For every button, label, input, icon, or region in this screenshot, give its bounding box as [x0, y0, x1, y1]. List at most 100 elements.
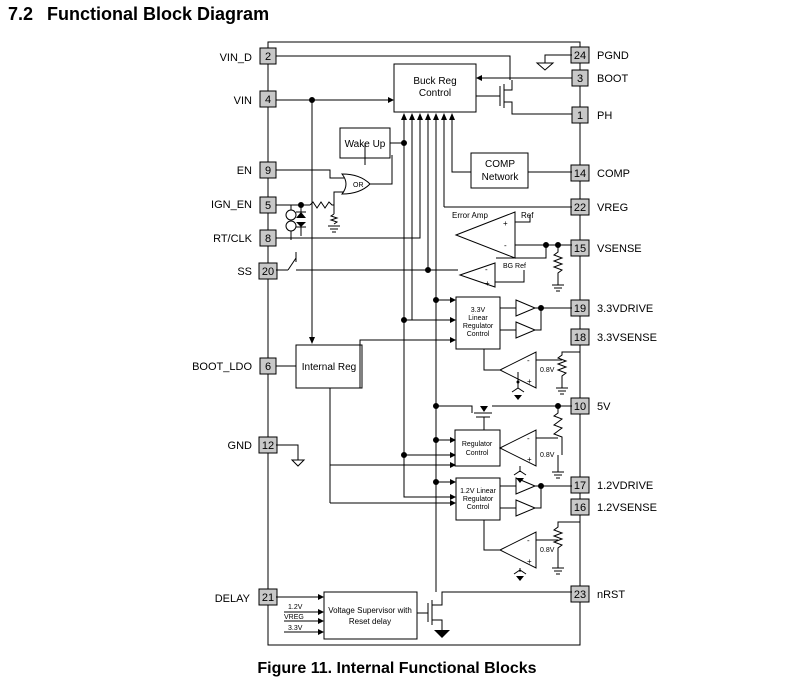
arrow-icon — [441, 113, 447, 120]
ground-icon — [516, 576, 524, 581]
dot — [516, 380, 520, 384]
pin-10: 10 5V — [570, 397, 611, 415]
pin-19: 19 3.3VDRIVE — [570, 299, 653, 317]
buck-reg-control: Buck Reg Control — [393, 63, 477, 113]
pin-number: 12 — [262, 440, 274, 452]
ground-icon — [552, 567, 564, 575]
pin-label: nRST — [597, 589, 625, 601]
pin-label: VIN — [234, 95, 252, 107]
block-label: 1.2V Linear — [460, 488, 496, 495]
block-label: 3.3V — [471, 307, 486, 314]
arrow-icon — [450, 462, 456, 468]
comp-network-block: COMP Network — [470, 152, 529, 189]
ground-icon — [328, 225, 340, 233]
pin-number: 23 — [574, 589, 586, 601]
pin-label: COMP — [597, 168, 630, 180]
input-label-vreg: VREG — [284, 614, 304, 621]
pgnd-wire — [544, 54, 572, 63]
arrow-icon — [425, 113, 431, 120]
block-label: Regulator — [462, 441, 493, 448]
pin-label: VREG — [597, 202, 628, 214]
block-label: Control — [419, 88, 451, 99]
ground-icon — [552, 284, 564, 292]
vref-label: 0.8V — [540, 547, 555, 554]
block-label: Internal Reg — [302, 362, 356, 373]
pin-23: 23 nRST — [570, 585, 625, 603]
input-label-33v: 3.3V — [288, 625, 303, 632]
wire — [483, 520, 500, 551]
minus-label: - — [527, 434, 530, 443]
resistor-icon — [552, 406, 564, 455]
block-label: Reset delay — [349, 617, 391, 626]
driver-icon — [515, 299, 537, 317]
resistor-icon — [329, 213, 339, 225]
pin-24: 24 PGND — [570, 46, 629, 64]
error-amp-label: Error Amp — [452, 211, 489, 220]
wire — [496, 245, 547, 259]
ref-source-icon — [511, 372, 525, 393]
pin-1: 1 PH — [571, 106, 612, 124]
pin-label: VSENSE — [597, 243, 642, 255]
or-label: OR — [353, 182, 364, 189]
pin-label: GND — [228, 440, 253, 452]
ref-source-icon — [513, 466, 527, 476]
high-side-fet-icon — [476, 80, 572, 115]
pin-8: 8 RT/CLK — [213, 229, 277, 247]
current-source-icon — [285, 209, 297, 221]
minus-label: - — [504, 241, 507, 250]
amp-12-icon — [498, 531, 537, 569]
wire — [359, 339, 454, 388]
pin-3: 3 BOOT — [571, 69, 628, 87]
wire — [500, 307, 516, 331]
pin-number: 3 — [577, 73, 583, 85]
pin-15: 15 VSENSE — [570, 239, 642, 257]
pin-number: 14 — [574, 168, 586, 180]
arrow-icon — [450, 337, 456, 343]
plus-label: + — [527, 557, 532, 566]
pin-5: 5 IGN_EN — [211, 196, 277, 214]
bg-ref-amp-icon — [458, 262, 496, 288]
figure-caption: Figure 11. Internal Functional Blocks — [257, 660, 537, 677]
pin-number: 18 — [574, 332, 586, 344]
pin-label: IGN_EN — [211, 199, 252, 211]
block-label: Regulator — [463, 496, 494, 503]
pin-label: SS — [237, 266, 252, 278]
pin-number: 17 — [574, 480, 586, 492]
arrow-icon — [450, 317, 456, 323]
driver-icon — [515, 499, 537, 517]
vin-d-wire — [276, 55, 511, 80]
pin-9: 9 EN — [237, 161, 277, 179]
pin-label: 5V — [597, 401, 611, 413]
wire — [535, 308, 542, 331]
arrow-icon — [318, 594, 324, 600]
pin-4: 4 VIN — [234, 90, 277, 108]
plus-label: + — [485, 279, 490, 288]
arrow-icon — [450, 452, 456, 458]
minus-label: - — [527, 356, 530, 365]
ground-icon — [514, 395, 522, 400]
or-gate-icon: OR — [340, 173, 371, 195]
arrow-icon — [318, 629, 324, 635]
block-label: Linear — [468, 315, 488, 322]
vref-label: 0.8V — [540, 367, 555, 374]
pin-number: 16 — [574, 502, 586, 514]
pin-12: 12 GND — [228, 436, 278, 454]
arrow-icon — [450, 494, 456, 500]
rt-clk-wire — [276, 118, 421, 239]
ref-label: Ref — [521, 211, 534, 220]
wire — [495, 270, 525, 283]
amp-5v-icon — [498, 429, 537, 467]
zener-icon — [296, 212, 306, 218]
resistor-icon — [552, 245, 564, 285]
pin-number: 19 — [574, 303, 586, 315]
pin-label: 3.3VDRIVE — [597, 303, 653, 315]
pin-label: PGND — [597, 50, 629, 62]
pin-number: 10 — [574, 401, 586, 413]
wire — [515, 215, 531, 223]
plus-label: + — [503, 219, 508, 228]
ground-icon — [552, 471, 564, 479]
arrow-icon — [388, 97, 394, 103]
chip-outline — [267, 41, 581, 646]
en-wire — [276, 169, 344, 179]
